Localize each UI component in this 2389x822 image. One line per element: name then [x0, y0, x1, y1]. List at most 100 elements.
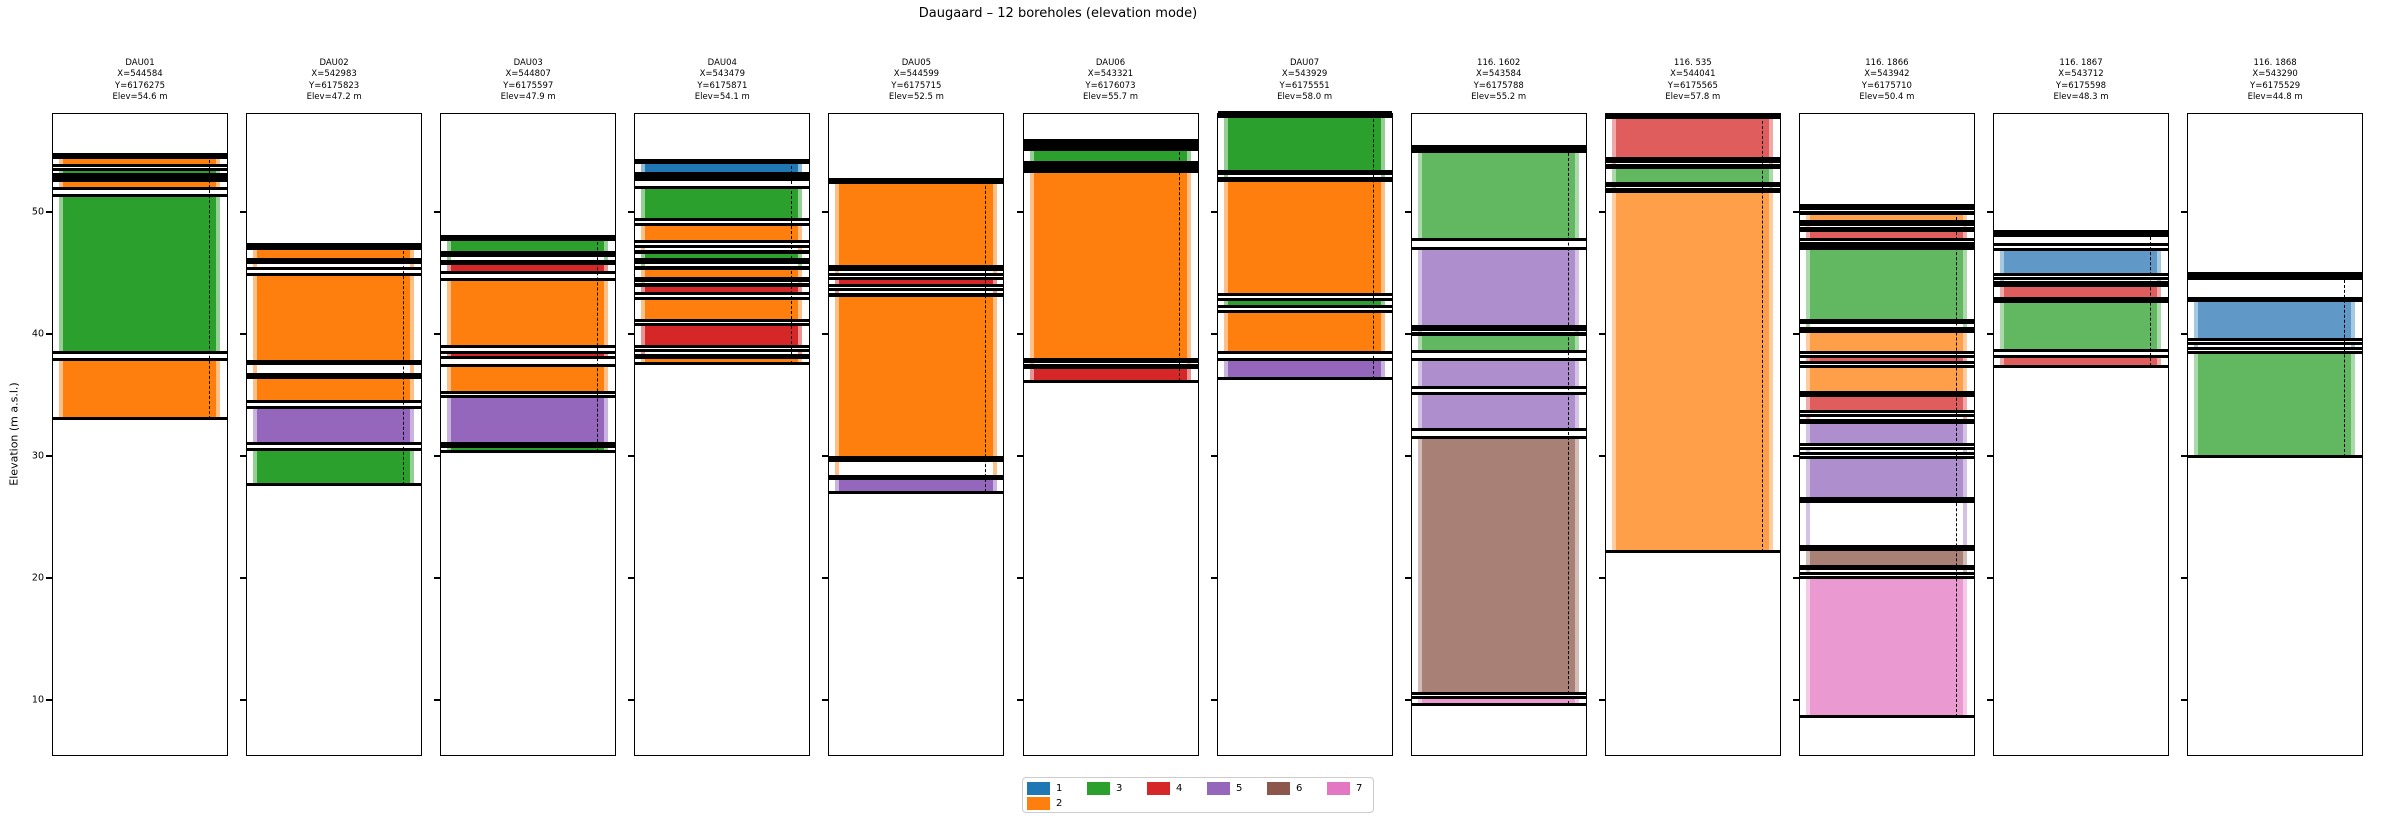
layer-boundary-line [53, 163, 227, 167]
layer-boundary-line [1994, 273, 2168, 277]
y-tick-label: 20 [31, 572, 44, 584]
layer-boundary-line [1799, 564, 1974, 568]
layer-boundary-line [1799, 446, 1974, 450]
lithology-layer-4 [641, 285, 803, 294]
layer-boundary-line [1023, 360, 1198, 363]
layer-edge-strip [410, 262, 415, 269]
layer-boundary-line [1994, 355, 2168, 359]
layer-boundary-line [635, 323, 810, 327]
layer-boundary-line [2188, 351, 2363, 355]
layer-boundary-line [247, 360, 422, 363]
layer-edge-strip [1380, 173, 1385, 179]
borehole-centerline [1373, 113, 1375, 379]
lithology-layer-3 [2194, 352, 2356, 457]
borehole-centerline [2149, 232, 2151, 367]
layer-boundary-line [1217, 305, 1392, 309]
lithology-layer-3 [641, 252, 803, 259]
layer-edge-strip [1611, 161, 1616, 166]
layer-boundary-line [1994, 247, 2168, 251]
layer-boundary-line [1411, 357, 1586, 361]
layer-boundary-line [829, 490, 1004, 494]
layer-edge-strip [1805, 415, 1810, 421]
borehole-x: X=543942 [1864, 69, 1910, 80]
y-tick-label: 50 [31, 206, 44, 218]
layer-edge-strip [253, 363, 258, 375]
borehole-y: Y=6175529 [2250, 80, 2301, 91]
y-tick-mark [1598, 577, 1605, 579]
legend-swatch [1147, 782, 1170, 795]
lithology-layer-7 [1417, 697, 1579, 705]
y-tick-mark [1404, 455, 1411, 457]
borehole-name: 116. 1602 [1477, 58, 1521, 68]
layer-edge-strip [1805, 243, 1810, 247]
layer-boundary-line [1799, 394, 1974, 398]
y-tick-mark [1987, 577, 1993, 579]
lithology-layer-5 [1805, 457, 1968, 499]
lithology-layer-3 [1223, 299, 1385, 307]
lithology-layer-5 [1223, 359, 1385, 379]
borehole-elev: Elev=58.0 m [1277, 91, 1333, 102]
lithology-layer-3 [1029, 149, 1191, 163]
y-tick-mark [822, 577, 829, 579]
lithology-layer-1 [2000, 249, 2162, 275]
borehole-x: X=543479 [699, 69, 745, 80]
layer-boundary-line [53, 186, 227, 190]
borehole-y: Y=6175715 [891, 80, 942, 91]
borehole-elev: Elev=52.5 m [888, 91, 944, 102]
layer-edge-strip [835, 269, 840, 275]
borehole-centerline [2343, 274, 2345, 457]
layer-edge-strip [2000, 278, 2004, 283]
layer-edge-strip [1963, 322, 1968, 329]
y-tick-mark [434, 577, 441, 579]
lithology-layer-4 [1611, 117, 1773, 159]
borehole-elev: Elev=54.6 m [112, 91, 168, 102]
y-tick-mark [46, 577, 52, 579]
layer-edge-strip [604, 255, 609, 262]
surface-line [247, 243, 422, 249]
lithology-layer-4 [641, 324, 803, 347]
borehole-name: DAU05 [901, 58, 932, 68]
layer-boundary-line [247, 441, 422, 445]
lithology-layer-3 [59, 169, 221, 175]
layer-edge-strip [1805, 568, 1810, 574]
borehole-column [1410, 113, 1587, 756]
y-tick-mark [822, 211, 829, 213]
lithology-layer-3 [1805, 248, 1968, 321]
layer-boundary-line [635, 296, 810, 300]
layer-boundary-line [635, 349, 810, 353]
layer-edge-strip [1029, 361, 1034, 366]
layer-boundary-line [247, 483, 422, 487]
layer-boundary-line [1217, 169, 1392, 173]
borehole-y: Y=6175597 [503, 80, 554, 91]
layer-boundary-line [1217, 309, 1392, 313]
layer-edge-strip [798, 350, 803, 356]
layer-boundary-line [635, 172, 810, 176]
y-tick-mark [240, 699, 247, 701]
legend-label: 1 [1056, 783, 1063, 794]
y-tick-mark [434, 455, 441, 457]
layer-edge-strip [1963, 501, 1968, 547]
lithology-layer-3 [59, 195, 221, 353]
layer-boundary-line [1799, 715, 1974, 719]
lithology-layer-2 [641, 268, 803, 279]
y-tick-mark [1210, 211, 1217, 213]
lithology-layer-2 [1805, 213, 1968, 222]
legend-label: 6 [1296, 783, 1303, 794]
layer-boundary-line [441, 345, 616, 349]
lithology-layer-4 [447, 263, 609, 273]
borehole-column [1993, 113, 2169, 756]
y-tick-mark [1987, 211, 1993, 213]
borehole-centerline [1179, 141, 1181, 382]
layer-boundary-line [1994, 284, 2168, 288]
borehole-x: X=544599 [893, 69, 940, 80]
borehole-name: DAU07 [1289, 58, 1320, 68]
y-tick-mark [434, 699, 441, 701]
layer-boundary-line [1605, 166, 1780, 169]
layer-boundary-line [635, 279, 810, 283]
layer-boundary-line [635, 223, 810, 227]
y-tick-mark [434, 333, 441, 335]
layer-boundary-line [1605, 181, 1780, 185]
